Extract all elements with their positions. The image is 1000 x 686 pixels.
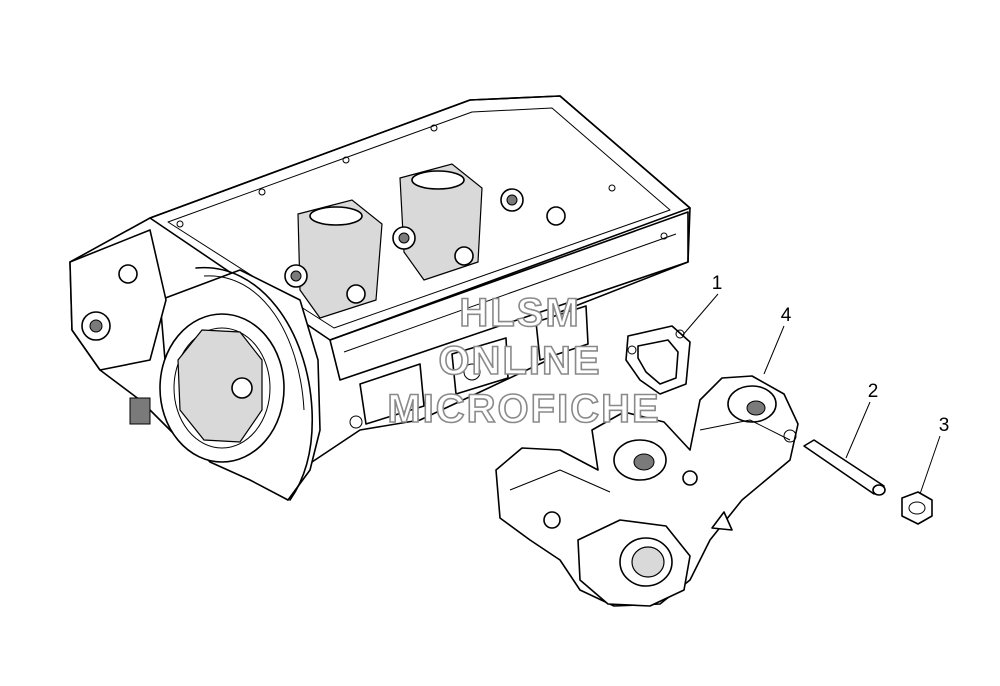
cylinder-head	[69, 95, 691, 501]
callout-2-stud: 2	[868, 381, 879, 402]
callout-1-gasket: 1	[712, 273, 723, 294]
callout-4-manifold: 4	[781, 305, 792, 326]
manifold-gasket	[625, 325, 691, 395]
flange-nut	[901, 491, 933, 525]
watermark: HLSM ONLINE MICROFICHE	[387, 290, 660, 432]
callout-3-nut: 3	[939, 415, 950, 436]
watermark-line-1: HLSM	[459, 291, 580, 335]
exhaust-manifold	[495, 375, 799, 607]
watermark-line-3: MICROFICHE	[387, 387, 660, 431]
leader-lines	[681, 293, 941, 495]
stud	[803, 439, 886, 496]
watermark-line-2: ONLINE	[438, 339, 601, 383]
